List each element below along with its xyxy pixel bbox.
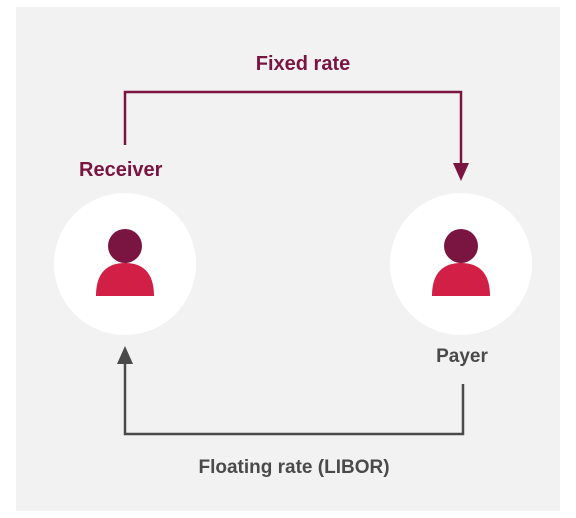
person-icon [96, 229, 154, 296]
floating-rate-label: Floating rate (LIBOR) [198, 457, 390, 478]
fixed-rate-arrow [123, 90, 463, 165]
floating-rate-arrow [123, 362, 465, 436]
floating-rate-arrowhead [117, 346, 133, 364]
payer-node [390, 193, 532, 335]
payer-label: Payer [436, 346, 488, 367]
receiver-node [54, 193, 196, 335]
fixed-rate-label: Fixed rate [255, 53, 351, 75]
fixed-rate-arrowhead [453, 163, 469, 181]
person-icon [432, 229, 490, 296]
receiver-label: Receiver [79, 159, 163, 181]
